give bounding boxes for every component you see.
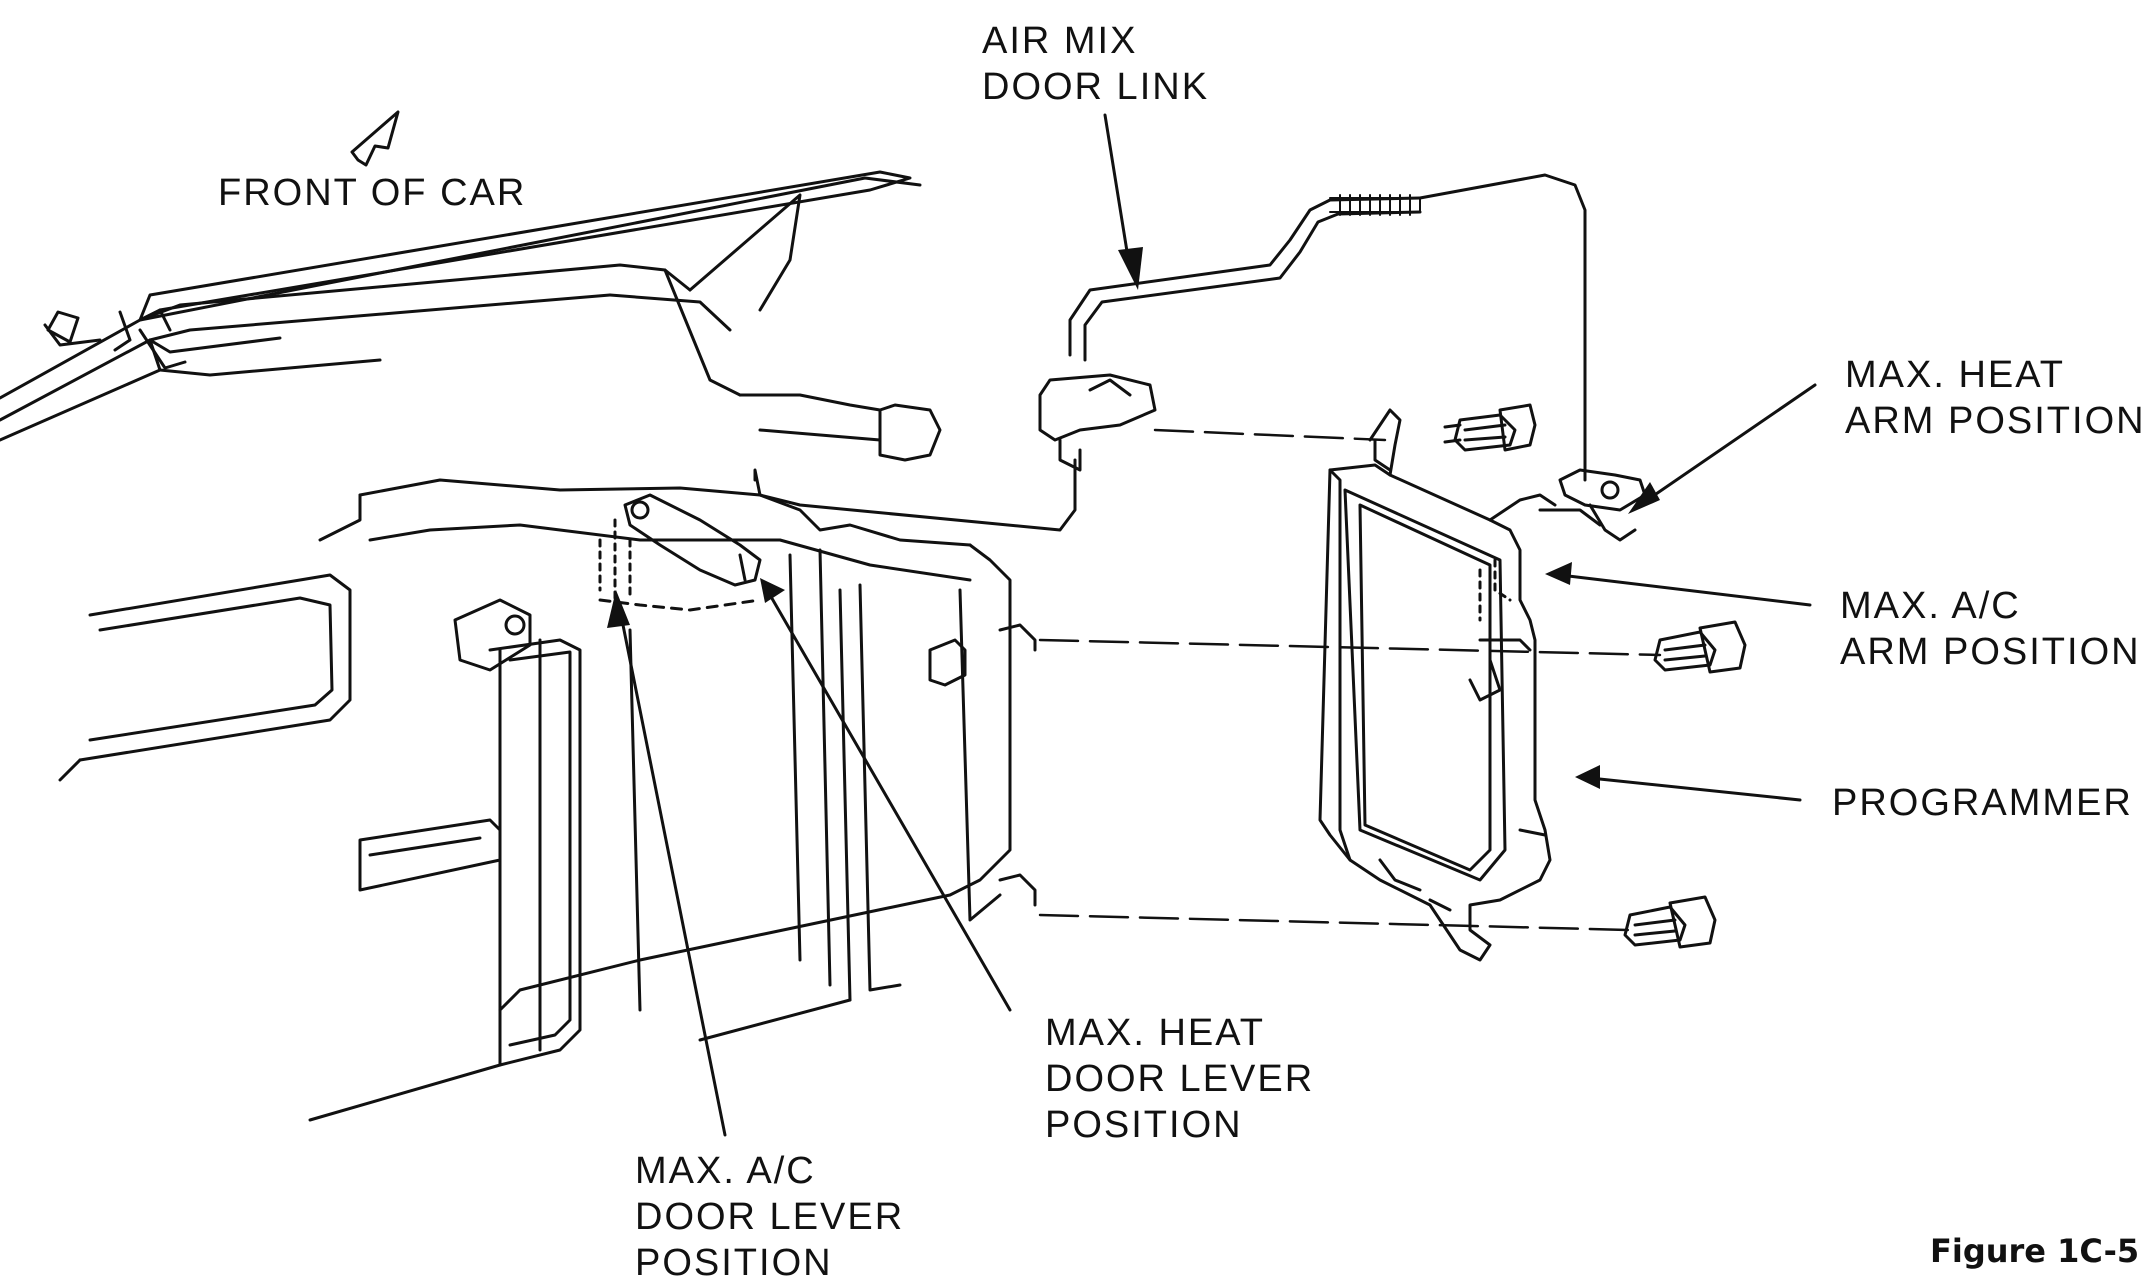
leader-lines <box>618 113 1817 1137</box>
programmer-module <box>1318 408 1557 962</box>
label-max-ac-door-lever-position: MAX. A/C DOOR LEVER POSITION <box>635 1150 905 1284</box>
label-programmer: PROGRAMMER <box>1832 782 2133 824</box>
label-max-ac-arm-position: MAX. A/C ARM POSITION <box>1840 585 2141 673</box>
assembly-lines <box>1038 428 1662 932</box>
label-front-of-car: FRONT OF CAR <box>218 172 527 214</box>
air-mix-door-link <box>753 173 1587 532</box>
label-max-heat-door-lever-position: MAX. HEAT DOOR LEVER POSITION <box>1045 1012 1315 1146</box>
screw <box>1623 895 1717 949</box>
front-direction-arrow-icon <box>350 110 400 167</box>
leader-arrowheads <box>607 247 1660 789</box>
label-air-mix-door-link: AIR MIX DOOR LINK <box>982 20 1210 108</box>
hvac-case <box>58 478 1037 1122</box>
vent-slot <box>46 170 912 344</box>
air-mix-door-lever <box>598 493 762 612</box>
label-max-heat-arm-position: MAX. HEAT ARM POSITION <box>1845 354 2144 442</box>
defroster-duct <box>0 176 922 442</box>
screw <box>1653 620 1747 674</box>
figure-caption: Figure 1C-5 <box>1930 1232 2140 1270</box>
link-end-clip <box>738 393 942 462</box>
screw <box>1443 403 1537 452</box>
